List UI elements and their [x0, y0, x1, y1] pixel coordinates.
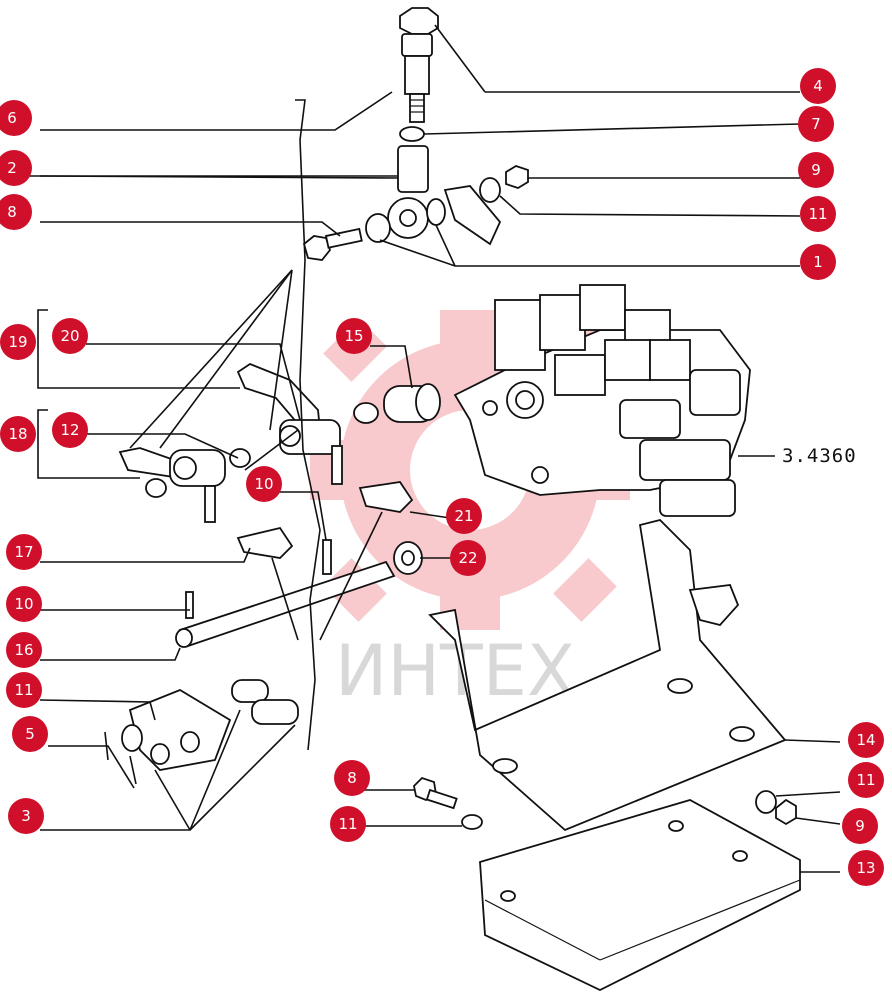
part-washer-22	[393, 541, 423, 575]
part-rod-end	[387, 145, 429, 239]
svg-text:11: 11	[338, 815, 357, 833]
part-clevis-21	[358, 481, 414, 513]
callout-19[interactable]: 19	[0, 324, 36, 360]
callout-8-top[interactable]: 8	[0, 194, 32, 230]
svg-text:21: 21	[454, 507, 473, 525]
part-cover-13	[479, 799, 801, 992]
callout-15[interactable]: 15	[336, 318, 372, 354]
svg-text:7: 7	[811, 115, 821, 133]
part-bolt-8a	[302, 227, 363, 261]
callout-6[interactable]: 6	[0, 100, 32, 136]
part-lever-20	[236, 362, 379, 485]
callout-2[interactable]: 2	[0, 150, 32, 186]
svg-text:11: 11	[856, 771, 875, 789]
part-nut-7	[399, 126, 425, 142]
svg-text:12: 12	[60, 421, 79, 439]
part-lever-12	[118, 447, 251, 523]
svg-text:10: 10	[254, 475, 273, 493]
callout-1[interactable]: 1	[800, 244, 836, 280]
callout-8-lower[interactable]: 8	[334, 760, 370, 796]
callout-11-left[interactable]: 11	[6, 672, 42, 708]
part-bushing-15	[383, 383, 441, 423]
reference-number: 3.4360	[782, 445, 857, 467]
callout-21[interactable]: 21	[446, 498, 482, 534]
svg-text:13: 13	[856, 859, 875, 877]
part-washer-11a	[479, 177, 501, 203]
callout-4[interactable]: 4	[800, 68, 836, 104]
part-washer-11c	[461, 814, 483, 830]
part-bolt-8b	[413, 776, 458, 810]
callout-10-upper[interactable]: 10	[246, 466, 282, 502]
callout-16[interactable]: 16	[6, 632, 42, 668]
svg-text:20: 20	[60, 327, 79, 345]
part-pin-10b	[185, 591, 194, 619]
callout-20[interactable]: 20	[52, 318, 88, 354]
leader-lines	[0, 24, 841, 873]
callout-18[interactable]: 18	[0, 416, 36, 452]
svg-text:3: 3	[21, 807, 31, 825]
part-control-valve	[453, 284, 775, 517]
svg-text:17: 17	[14, 543, 33, 561]
part-mount-bracket-14	[428, 519, 841, 832]
part-shaft-end	[175, 628, 193, 648]
svg-text:15: 15	[344, 327, 363, 345]
part-nut-9b	[775, 798, 797, 826]
part-washer-11d	[755, 790, 777, 814]
svg-text:5: 5	[25, 725, 35, 743]
callout-11-top[interactable]: 11	[800, 196, 836, 232]
part-link-plate	[443, 185, 502, 246]
callout-11-right[interactable]: 11	[848, 762, 884, 798]
svg-text:16: 16	[14, 641, 33, 659]
svg-text:6: 6	[7, 109, 17, 127]
callout-22[interactable]: 22	[450, 540, 486, 576]
callout-10-lower[interactable]: 10	[6, 586, 42, 622]
callout-12[interactable]: 12	[52, 412, 88, 448]
svg-text:10: 10	[14, 595, 33, 613]
callout-13[interactable]: 13	[848, 850, 884, 886]
svg-text:9: 9	[811, 161, 821, 179]
part-nut-9a	[505, 165, 529, 189]
part-bolt-top	[399, 7, 439, 123]
callout-14[interactable]: 14	[848, 722, 884, 758]
svg-text:8: 8	[7, 203, 17, 221]
part-lower-bracket	[104, 679, 299, 785]
part-clevis-17	[236, 526, 294, 559]
svg-text:14: 14	[856, 731, 875, 749]
callout-9-top[interactable]: 9	[798, 152, 834, 188]
callout-7[interactable]: 7	[798, 106, 834, 142]
callout-11-lower[interactable]: 11	[330, 806, 366, 842]
svg-text:22: 22	[458, 549, 477, 567]
svg-text:1: 1	[813, 253, 823, 271]
svg-text:19: 19	[8, 333, 27, 351]
callout-5[interactable]: 5	[12, 716, 48, 752]
bracket-lines	[37, 99, 321, 751]
svg-text:4: 4	[813, 77, 823, 95]
svg-text:8: 8	[347, 769, 357, 787]
svg-text:2: 2	[7, 159, 17, 177]
svg-text:9: 9	[855, 817, 865, 835]
svg-text:11: 11	[14, 681, 33, 699]
callout-badges: 4 6 7 2 9 8 11 1 19 20 15 18 12 10 21 17…	[0, 68, 884, 886]
part-pin-10a	[322, 539, 332, 575]
svg-text:11: 11	[808, 205, 827, 223]
callout-3[interactable]: 3	[8, 798, 44, 834]
part-washer-right	[426, 198, 446, 226]
svg-text:18: 18	[8, 425, 27, 443]
part-washer-left	[365, 213, 391, 243]
callout-9-lower[interactable]: 9	[842, 808, 878, 844]
callout-17[interactable]: 17	[6, 534, 42, 570]
